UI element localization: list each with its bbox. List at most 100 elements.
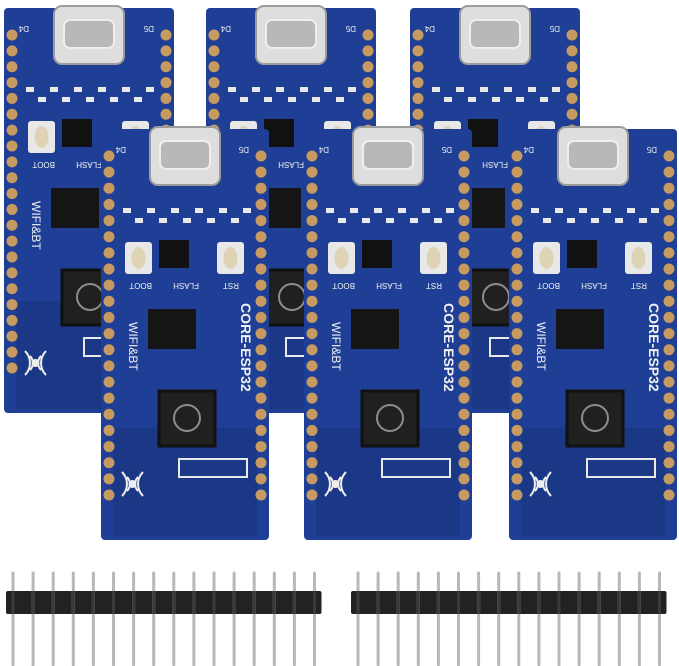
smd-component (336, 97, 344, 102)
smd-component (240, 97, 248, 102)
right-pin-pad (160, 108, 172, 120)
left-pin-pad (6, 283, 18, 295)
right-pin-pad (255, 182, 267, 194)
left-pin-pad (103, 473, 115, 485)
right-pin-pad (458, 473, 470, 485)
left-pin-pad (6, 235, 18, 247)
right-pin-pad (566, 45, 578, 57)
smd-component (134, 97, 142, 102)
flash-chip (62, 119, 92, 147)
left-pin-pad (6, 267, 18, 279)
smd-component (74, 87, 82, 92)
right-pin-pad (160, 77, 172, 89)
left-pin-pad (306, 408, 318, 420)
header-right (351, 571, 667, 666)
right-pin-pad (663, 247, 675, 259)
usb-c-opening (63, 19, 115, 49)
right-pin-pad (160, 92, 172, 104)
wifi-bt-label: WIFI&BT (126, 322, 140, 371)
wifi-icon-center (536, 480, 545, 488)
smd-component (300, 87, 308, 92)
smd-component (446, 208, 454, 213)
smd-component (312, 97, 320, 102)
left-pin-pad (6, 203, 18, 215)
left-pin-pad (6, 219, 18, 231)
left-pin-pad (6, 251, 18, 263)
left-pin-pad (306, 457, 318, 469)
smd-component (386, 218, 394, 223)
d4-label: D4 (318, 145, 329, 154)
smd-component (228, 87, 236, 92)
left-pin-pad (306, 489, 318, 501)
left-pin-pad (6, 188, 18, 200)
right-pin-pad (255, 344, 267, 356)
right-pin-pad (663, 150, 675, 162)
boot-button-cap (34, 126, 49, 148)
left-pin-pad (103, 247, 115, 259)
smd-component (146, 87, 154, 92)
left-pin-pad (103, 263, 115, 275)
smd-component (324, 87, 332, 92)
smd-component (531, 208, 539, 213)
left-pin-pad (103, 344, 115, 356)
smd-component (147, 208, 155, 213)
right-pin-pad (255, 360, 267, 372)
left-pin-pad (6, 108, 18, 120)
usb-c-opening (362, 140, 414, 170)
right-pin-pad (255, 424, 267, 436)
smd-component (555, 208, 563, 213)
smd-component (288, 97, 296, 102)
left-pin-pad (511, 263, 523, 275)
flash-label: FLASH (173, 281, 199, 290)
right-pin-pad (458, 360, 470, 372)
right-pin-pad (663, 441, 675, 453)
left-pin-pad (6, 314, 18, 326)
left-pin-pad (511, 473, 523, 485)
right-pin-pad (458, 166, 470, 178)
left-pin-pad (103, 215, 115, 227)
right-pin-pad (255, 311, 267, 323)
right-pin-pad (458, 376, 470, 388)
smd-component (123, 208, 131, 213)
wifi-icon-center (331, 480, 340, 488)
right-pin-pad (663, 215, 675, 227)
left-pin-pad (306, 311, 318, 323)
left-pin-pad (6, 29, 18, 41)
left-pin-pad (412, 29, 424, 41)
component-outline (381, 458, 451, 478)
left-pin-pad (306, 263, 318, 275)
left-pin-pad (103, 328, 115, 340)
smd-component (639, 218, 647, 223)
left-pin-pad (6, 77, 18, 89)
flash-label: FLASH (76, 160, 102, 169)
right-pin-pad (458, 182, 470, 194)
left-pin-pad (6, 299, 18, 311)
right-pin-pad (458, 424, 470, 436)
right-pin-pad (663, 182, 675, 194)
right-pin-pad (458, 279, 470, 291)
smd-component (543, 218, 551, 223)
left-pin-pad (511, 247, 523, 259)
smd-component (422, 208, 430, 213)
smd-component (159, 218, 167, 223)
left-pin-pad (103, 182, 115, 194)
d4-label: D4 (424, 24, 435, 33)
black-header-housing (6, 591, 322, 614)
smd-component (516, 97, 524, 102)
d5-label: D5 (143, 24, 154, 33)
right-pin-pad (160, 29, 172, 41)
smd-component (528, 87, 536, 92)
smd-component (98, 87, 106, 92)
left-pin-pad (306, 376, 318, 388)
usb-c-opening (159, 140, 211, 170)
right-pin-pad (566, 108, 578, 120)
reset-button-cap (223, 247, 238, 269)
d5-label: D5 (238, 145, 249, 154)
right-pin-pad (362, 61, 374, 73)
left-pin-pad (103, 376, 115, 388)
smd-component (171, 208, 179, 213)
left-pin-pad (103, 489, 115, 501)
